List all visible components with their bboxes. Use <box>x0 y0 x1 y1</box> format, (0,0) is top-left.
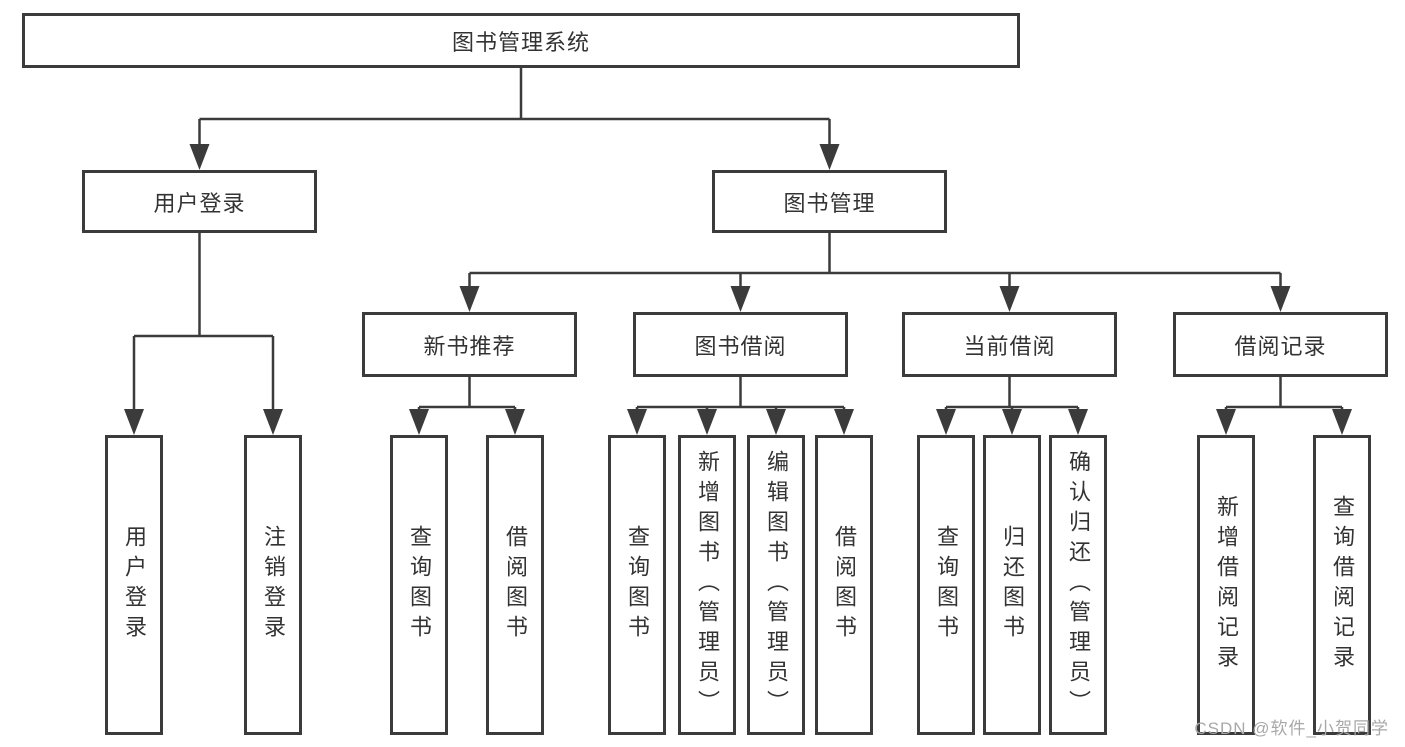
node-user-login-label: 用户登录 <box>153 190 246 216</box>
leaf-add-borrow-record-label: 新增借阅记录 <box>1214 495 1239 675</box>
leaf-query-borrow-record-label: 查询借阅记录 <box>1330 495 1355 675</box>
leaf-query-books-current: 查询图书 <box>917 435 975 735</box>
node-book-borrowing-label: 图书借阅 <box>694 333 787 359</box>
leaf-edit-books-admin-label: 编辑图书（管理员） <box>764 450 789 720</box>
node-borrowing-records: 借阅记录 <box>1173 312 1388 377</box>
node-book-management: 图书管理 <box>712 170 947 233</box>
node-current-borrowing: 当前借阅 <box>902 312 1117 377</box>
node-book-borrowing: 图书借阅 <box>633 312 848 377</box>
leaf-confirm-return-admin: 确认归还（管理员） <box>1049 435 1107 735</box>
leaf-add-books-admin-label: 新增图书（管理员） <box>695 450 720 720</box>
leaf-logout: 注销登录 <box>244 435 302 735</box>
leaf-user-login-label: 用户登录 <box>122 525 147 645</box>
leaf-borrow-books-label: 借阅图书 <box>832 525 857 645</box>
node-new-book-recommendation: 新书推荐 <box>362 312 577 377</box>
leaf-confirm-return-admin-label: 确认归还（管理员） <box>1066 450 1091 720</box>
leaf-query-books-borrowing: 查询图书 <box>608 435 666 735</box>
leaf-query-borrow-record: 查询借阅记录 <box>1313 435 1371 735</box>
node-root-label: 图书管理系统 <box>451 29 590 55</box>
leaf-logout-label: 注销登录 <box>261 525 286 645</box>
leaf-query-books-recommend-label: 查询图书 <box>407 525 432 645</box>
leaf-query-books-borrowing-label: 查询图书 <box>625 525 650 645</box>
leaf-borrow-books-recommend: 借阅图书 <box>486 435 544 735</box>
leaf-borrow-books-recommend-label: 借阅图书 <box>503 525 528 645</box>
arrowheads <box>124 144 1352 435</box>
leaf-query-books-recommend: 查询图书 <box>390 435 448 735</box>
leaf-query-books-current-label: 查询图书 <box>934 525 959 645</box>
leaf-user-login: 用户登录 <box>105 435 163 735</box>
leaf-edit-books-admin: 编辑图书（管理员） <box>747 435 805 735</box>
csdn-watermark: CSDN @软件_小贺同学 <box>1194 719 1389 738</box>
leaf-add-books-admin: 新增图书（管理员） <box>678 435 736 735</box>
leaf-add-borrow-record: 新增借阅记录 <box>1197 435 1255 735</box>
leaf-return-books-label: 归还图书 <box>1000 525 1025 645</box>
leaf-borrow-books: 借阅图书 <box>815 435 873 735</box>
node-root-system: 图书管理系统 <box>22 13 1020 68</box>
node-new-book-recommendation-label: 新书推荐 <box>423 333 516 359</box>
node-user-login: 用户登录 <box>82 170 317 233</box>
node-borrowing-records-label: 借阅记录 <box>1234 333 1327 359</box>
node-book-management-label: 图书管理 <box>783 190 876 216</box>
leaf-return-books: 归还图书 <box>983 435 1041 735</box>
node-current-borrowing-label: 当前借阅 <box>963 333 1056 359</box>
